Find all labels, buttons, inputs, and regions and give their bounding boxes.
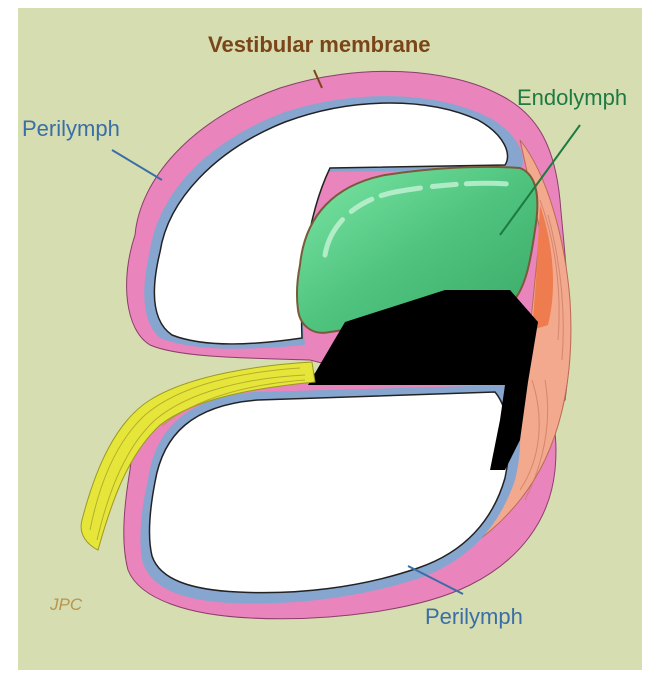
perilymph-upper-label: Perilymph [22, 116, 120, 141]
endolymph-label: Endolymph [517, 85, 627, 110]
jpc-label: JPC [49, 595, 83, 614]
perilymph-lower-label: Perilymph [425, 604, 523, 629]
vestibular-membrane-label: Vestibular membrane [208, 32, 431, 57]
